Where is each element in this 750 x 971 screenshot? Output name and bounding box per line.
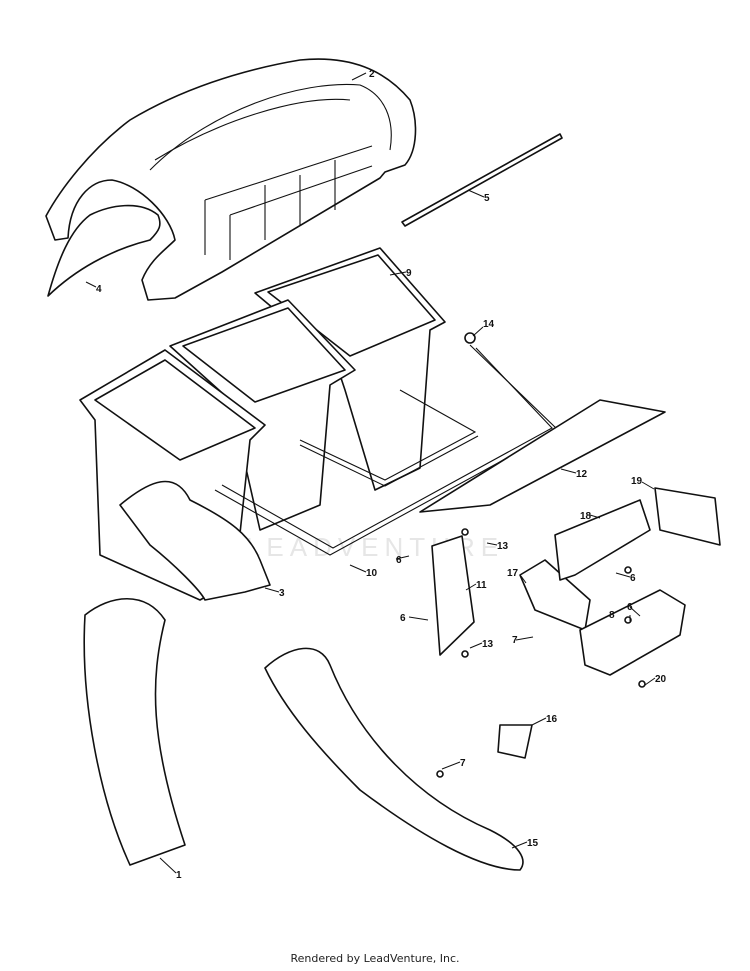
callout-7b: 7 [460, 758, 466, 769]
part-chute-lower [264, 647, 524, 871]
leader-lines [85, 72, 656, 874]
callout-13a: 13 [497, 541, 509, 552]
part-bracket-left [519, 559, 591, 631]
part-bracket-assembly [579, 589, 686, 676]
part-plate [431, 535, 475, 656]
callout-1: 1 [176, 870, 182, 881]
callout-8: 8 [609, 610, 615, 621]
part-bracket-right [654, 487, 721, 546]
callout-19: 19 [631, 476, 643, 487]
callout-13b: 13 [482, 639, 494, 650]
part-chute-upper [83, 598, 186, 866]
hardware [436, 528, 646, 778]
part-rod [401, 133, 563, 227]
callout-4: 4 [96, 284, 102, 295]
callout-6b: 6 [630, 573, 636, 584]
callout-18: 18 [580, 511, 592, 522]
callout-17: 17 [507, 568, 519, 579]
part-clip [497, 724, 533, 759]
part-flap [47, 204, 161, 297]
callout-9: 9 [406, 268, 412, 279]
callout-10: 10 [366, 568, 378, 579]
callout-6d: 6 [627, 602, 633, 613]
part-bracket-center [554, 499, 651, 581]
callout-3: 3 [279, 588, 285, 599]
callout-2: 2 [369, 69, 375, 80]
callout-6a: 6 [396, 555, 402, 566]
part-cap-nut [464, 332, 476, 344]
part-bags [79, 247, 446, 601]
part-frame [214, 332, 559, 556]
footer-credit: Rendered by LeadVenture, Inc. [290, 952, 460, 965]
callout-12: 12 [576, 469, 588, 480]
callout-15: 15 [527, 838, 539, 849]
callout-11: 11 [476, 580, 487, 591]
part-support [419, 399, 666, 513]
callout-5: 5 [484, 193, 490, 204]
callout-20: 20 [655, 674, 667, 685]
callout-7a: 7 [512, 635, 518, 646]
callout-14: 14 [483, 319, 495, 330]
callout-16: 16 [546, 714, 558, 725]
callout-6c: 6 [400, 613, 406, 624]
part-top-cover [45, 58, 417, 301]
callouts: 1 2 3 4 5 6 6 6 6 7 7 8 9 10 11 12 13 13… [96, 69, 667, 881]
part-chute-adapter [119, 480, 271, 601]
